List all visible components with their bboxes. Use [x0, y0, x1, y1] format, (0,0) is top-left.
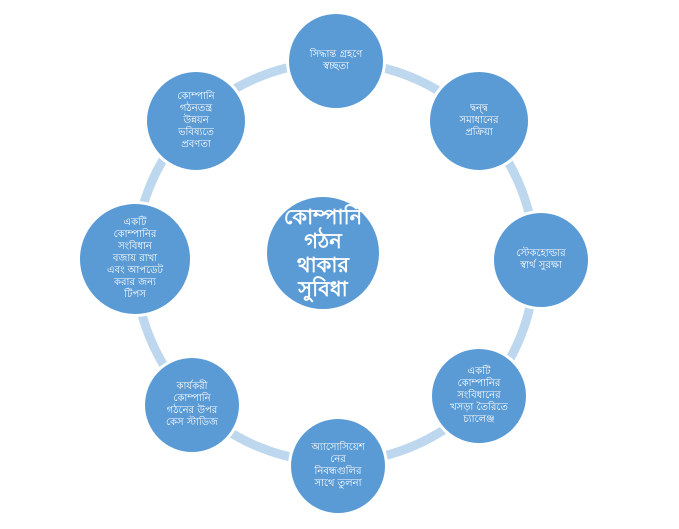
- node-conflict-resolution: দ্বন্দ্ব সমাধানের প্রক্রিয়া: [427, 69, 531, 173]
- node-articles-comparison: অ্যাসোসিয়েশ নের নিবন্ধগুলির সাথে তুলনা: [288, 416, 388, 516]
- node-future-trends: কোম্পানি গঠনতন্ত্র উন্নয়ন ভবিষ্যতে প্রব…: [144, 69, 248, 173]
- node-case-studies: কার্যকরী কোম্পানি গঠনের উপর কেস স্টাডিজ: [142, 355, 242, 455]
- node-maintenance-tips: একটি কোম্পানির সংবিধান বজায় রাখা এবং আপ…: [77, 201, 193, 317]
- node-transparency: সিদ্ধান্ত গ্রহণে স্বচ্ছতা: [286, 11, 386, 111]
- node-drafting-challenges: একটি কোম্পানির সংবিধানের খসড়া তৈরিতে চ্…: [429, 346, 529, 446]
- node-stakeholder-protection: স্টেকহোল্ডার স্বার্থ সুরক্ষা: [491, 210, 591, 310]
- center-node: কোম্পানি গঠন থাকার সুবিধা: [264, 194, 382, 312]
